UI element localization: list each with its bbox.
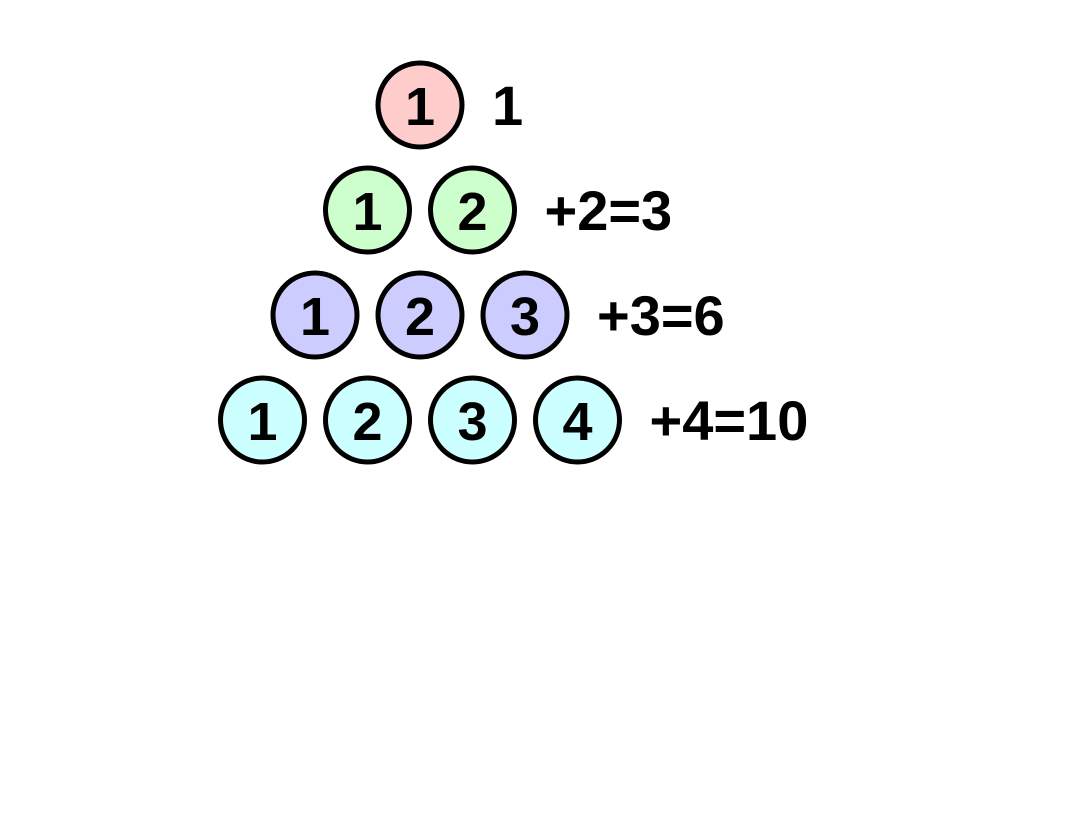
ball-circle <box>323 375 412 465</box>
ball-circle <box>480 270 570 360</box>
ball-number: 3 <box>510 287 540 347</box>
ball-number: 4 <box>562 392 592 452</box>
ball-number: 1 <box>405 77 435 137</box>
ball-circle <box>533 375 622 465</box>
ball-number: 1 <box>300 287 330 347</box>
row-2: 1 2 +2=3 <box>323 165 673 255</box>
ball-number: 1 <box>352 182 382 242</box>
ball-circle <box>270 270 360 360</box>
ball-number: 2 <box>405 287 435 347</box>
row-sum-label: 1 <box>492 74 523 137</box>
ball-circle <box>323 165 412 255</box>
ball-circle <box>375 60 465 150</box>
row-sum-label: +2=3 <box>545 179 673 242</box>
ball-number: 2 <box>352 392 382 452</box>
row-sum-label: +4=10 <box>650 389 809 452</box>
ball-circle <box>375 270 465 360</box>
ball-number: 3 <box>457 392 487 452</box>
row-sum-label: +3=6 <box>597 284 725 347</box>
row-4: 1 2 3 4 +4=10 <box>218 375 809 465</box>
ball-circle <box>428 375 517 465</box>
ball-number: 2 <box>457 182 487 242</box>
ball-circle <box>218 375 307 465</box>
ball-number: 1 <box>247 392 277 452</box>
row-3: 1 2 3 +3=6 <box>270 270 725 360</box>
ball-circle <box>428 165 517 255</box>
